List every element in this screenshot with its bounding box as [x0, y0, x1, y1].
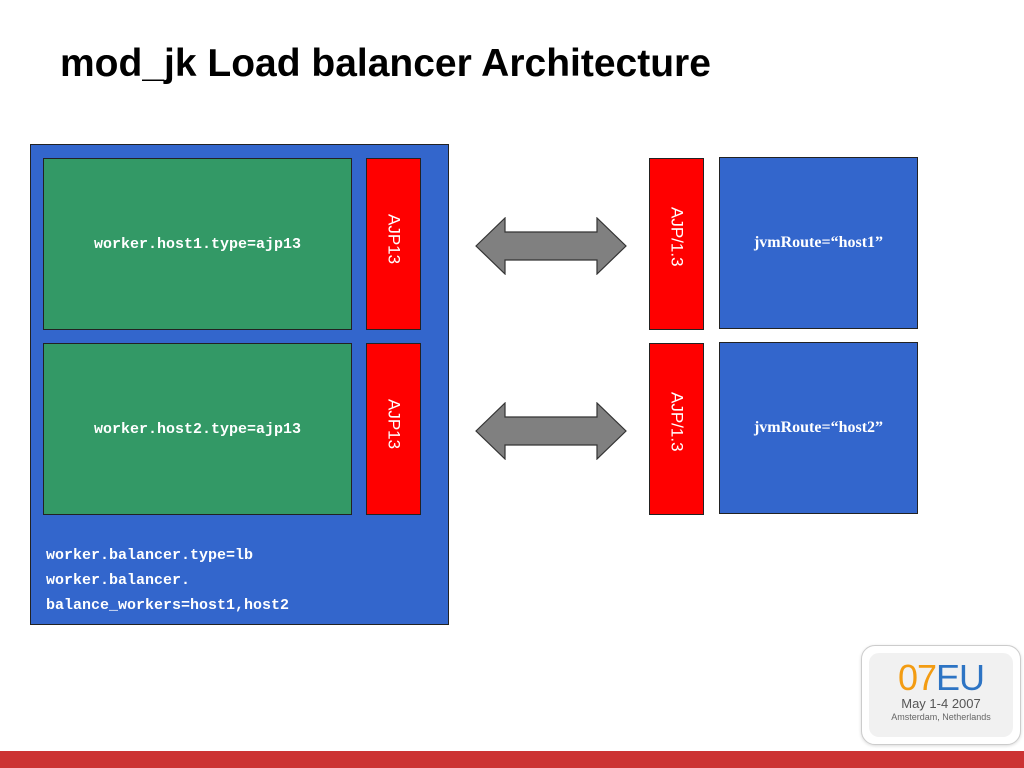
worker-host2-label: worker.host2.type=ajp13 [93, 420, 302, 438]
balancer-config: worker.balancer.type=lb worker.balancer.… [46, 543, 289, 618]
logo-location: Amsterdam, Netherlands [891, 712, 991, 722]
conference-logo: 07EU May 1-4 2007 Amsterdam, Netherlands [861, 645, 1021, 745]
bidirectional-arrow-icon [475, 217, 627, 275]
worker-host1-protocol-label: AJP13 [384, 214, 404, 265]
slide-title: mod_jk Load balancer Architecture [60, 42, 711, 85]
tomcat-host1-box: jvmRoute=“host1” [719, 157, 918, 329]
bidirectional-arrow-icon [475, 402, 627, 460]
logo-number: 07 [897, 657, 937, 698]
conference-logo-inner: 07EU May 1-4 2007 Amsterdam, Netherlands [869, 653, 1013, 737]
balancer-config-line: worker.balancer.type=lb [46, 547, 254, 564]
tomcat-host2-protocol-box: AJP/1.3 [649, 343, 704, 515]
tomcat-host1-label: jvmRoute=“host1” [753, 234, 884, 251]
worker-host2-box: worker.host2.type=ajp13 [43, 343, 352, 515]
balancer-config-line: worker.balancer. [46, 572, 191, 589]
worker-host1-protocol-box: AJP13 [366, 158, 421, 330]
worker-host2-protocol-label: AJP13 [384, 399, 404, 450]
tomcat-host2-box: jvmRoute=“host2” [719, 342, 918, 514]
logo-region: EU [936, 657, 985, 698]
worker-host2-protocol-box: AJP13 [366, 343, 421, 515]
balancer-config-line: balance_workers=host1,host2 [46, 597, 290, 614]
footer-bar [0, 751, 1024, 768]
tomcat-host2-protocol-label: AJP/1.3 [667, 392, 687, 452]
conference-logo-mark: 07EU [869, 659, 1013, 697]
tomcat-host2-label: jvmRoute=“host2” [753, 419, 884, 436]
tomcat-host1-protocol-label: AJP/1.3 [667, 207, 687, 267]
worker-host1-label: worker.host1.type=ajp13 [93, 235, 302, 253]
worker-host1-box: worker.host1.type=ajp13 [43, 158, 352, 330]
tomcat-host1-protocol-box: AJP/1.3 [649, 158, 704, 330]
logo-date: May 1-4 2007 [901, 696, 981, 711]
